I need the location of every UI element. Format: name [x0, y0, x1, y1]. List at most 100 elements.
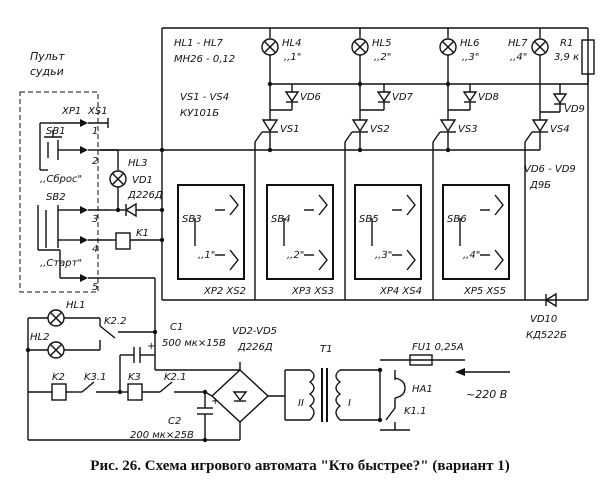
- player-box-1: [177, 184, 245, 280]
- diode-vd8: [448, 84, 478, 111]
- label-sb1: SB1: [46, 126, 66, 137]
- diode-vd10: [544, 292, 557, 308]
- label-xp3: XP3 XS3: [291, 286, 334, 297]
- diode-vd9: [540, 84, 568, 113]
- label-c2-val: 200 мк×25В: [130, 430, 194, 441]
- player-box-4: [442, 184, 510, 280]
- label-sb3: SB3: [182, 214, 202, 225]
- label-k2: K2: [52, 372, 65, 383]
- lamp-hl2: [28, 341, 100, 359]
- player-box-2: [266, 184, 334, 280]
- label-sb6-num: ,,4": [463, 250, 480, 261]
- button-sb1: [39, 122, 70, 171]
- label-vs3: VS3: [458, 124, 478, 135]
- label-pin4: 4: [92, 244, 98, 255]
- judge-panel-box: [19, 91, 99, 293]
- label-r1-val: 3,9 к: [554, 52, 579, 63]
- label-hl-type: МН26 - 0,12: [174, 54, 235, 65]
- label-hl1-hl7: HL1 - HL7: [174, 38, 224, 49]
- relay-k1: [112, 232, 165, 250]
- label-start: ,,Старт": [40, 258, 82, 269]
- label-vd-range: VD6 - VD9: [524, 164, 576, 175]
- mains-arrow: [455, 368, 510, 376]
- label-t1: T1: [320, 344, 332, 355]
- label-xp1: XP1: [61, 106, 81, 117]
- judge-panel-label-2: судьи: [30, 65, 64, 78]
- label-vd2-type: Д226Д: [237, 342, 273, 353]
- label-hl3: HL3: [128, 158, 147, 169]
- lamp-hl3: [100, 149, 127, 210]
- label-pin1: 1: [92, 126, 98, 137]
- capacitor-c1: [119, 332, 156, 392]
- diode-bridge: [204, 362, 285, 440]
- contact-k21: [159, 381, 205, 393]
- label-hl4-num: ,,1": [284, 52, 301, 63]
- lamp-hl1: [28, 309, 100, 327]
- label-xp2: XP2 XS2: [203, 286, 246, 297]
- label-vd1-type: Д226Д: [127, 190, 163, 201]
- relay-k2: [51, 383, 82, 401]
- diode-vd7: [360, 84, 392, 111]
- label-k31: K3.1: [84, 372, 106, 383]
- label-sb4-num: ,,2": [287, 250, 304, 261]
- label-sbros: ,,Сброс": [40, 173, 82, 185]
- transformer-t1: [284, 368, 381, 422]
- label-wind2: II: [298, 398, 304, 409]
- label-vd2-vd5: VD2-VD5: [232, 326, 277, 337]
- judge-panel-label-1: Пульт: [30, 50, 65, 63]
- contact-k11: [380, 407, 410, 431]
- label-vd9: VD9: [564, 104, 585, 115]
- connector-xp1-xs1: [52, 118, 155, 282]
- resistor-r1: [560, 39, 595, 85]
- label-k21: K2.1: [164, 372, 186, 383]
- label-k1: K1: [136, 228, 149, 239]
- label-vd7: VD7: [392, 92, 414, 103]
- player-box-3: [354, 184, 422, 280]
- label-wind1: I: [348, 398, 351, 409]
- label-hl4: HL4: [282, 38, 301, 49]
- label-vs-range: VS1 - VS4: [180, 92, 229, 103]
- contact-k22: [99, 318, 155, 350]
- diode-vd1: [110, 202, 165, 218]
- figure-caption: Рис. 26. Схема игрового автомата "Кто бы…: [90, 458, 510, 474]
- label-pin3: 3: [92, 214, 98, 225]
- label-hl6-num: ,,3": [462, 52, 479, 63]
- label-k11: K1.1: [404, 406, 426, 417]
- capacitor-c2: [197, 392, 213, 440]
- label-vs-type: КУ101Б: [180, 108, 219, 119]
- button-sb2: [37, 205, 70, 278]
- label-hl1: HL1: [66, 300, 85, 311]
- label-c2: C2: [168, 416, 181, 427]
- label-hl2: HL2: [30, 332, 49, 343]
- lamp-hl6: [439, 28, 457, 120]
- label-vs2: VS2: [370, 124, 390, 135]
- lamp-hl7: [531, 28, 549, 120]
- lamp-hl5: [351, 28, 369, 120]
- contact-k31: [81, 381, 120, 393]
- label-k3: K3: [128, 372, 141, 383]
- label-fu1: FU1 0,25А: [412, 342, 464, 353]
- label-vd6: VD6: [300, 92, 321, 103]
- label-plus2: +: [211, 396, 219, 407]
- label-hl5: HL5: [372, 38, 391, 49]
- label-vd8: VD8: [478, 92, 499, 103]
- lamp-hl4: [261, 28, 279, 120]
- label-plus1: +: [147, 341, 155, 352]
- label-vs1: VS1: [280, 124, 300, 135]
- label-hl5-num: ,,2": [374, 52, 391, 63]
- label-vs4: VS4: [550, 124, 570, 135]
- label-sb3-num: ,,1": [198, 250, 215, 261]
- thyristor-vs4: [524, 119, 549, 300]
- label-c1: C1: [170, 322, 183, 333]
- label-vd10-type: КД522Б: [526, 330, 567, 341]
- label-sb2: SB2: [46, 192, 66, 203]
- fuse-fu1: [380, 354, 465, 366]
- label-vd-type: Д9Б: [529, 180, 551, 191]
- label-r1: R1: [560, 38, 573, 49]
- thyristor-vs1: [254, 119, 279, 300]
- label-sb5-num: ,,3": [375, 250, 392, 261]
- label-hl7: HL7: [508, 38, 528, 49]
- relay-k3: [120, 383, 160, 401]
- label-xp5: XP5 XS5: [463, 286, 506, 297]
